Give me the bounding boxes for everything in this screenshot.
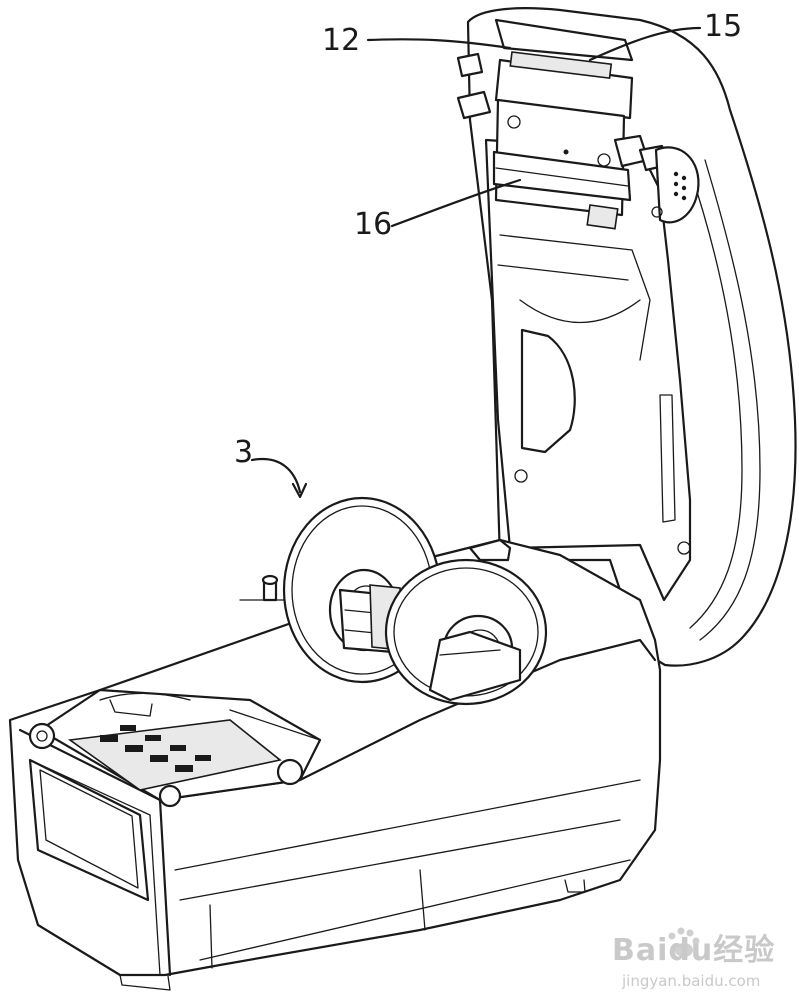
leader-16: [390, 178, 522, 228]
paw-logo-icon: [668, 927, 700, 957]
leader-12: [366, 38, 512, 50]
base-mechanism: [28, 574, 322, 808]
arrow-3: [250, 457, 302, 494]
callout-12: 12: [322, 23, 360, 58]
arrow-3-head: [291, 482, 308, 499]
roll-guide: [428, 538, 522, 702]
print-head-assembly: [456, 18, 700, 230]
baidu-watermark: Baidu经验 jingyan.baidu.com: [612, 927, 775, 990]
leader-lines: [250, 26, 702, 499]
callout-16: 16: [354, 207, 392, 242]
callout-3: 3: [234, 435, 253, 470]
watermark-url: jingyan.baidu.com: [621, 972, 760, 990]
callout-15: 15: [704, 9, 742, 44]
watermark-brand: Baidu经验: [612, 933, 775, 968]
leader-15: [588, 26, 702, 62]
